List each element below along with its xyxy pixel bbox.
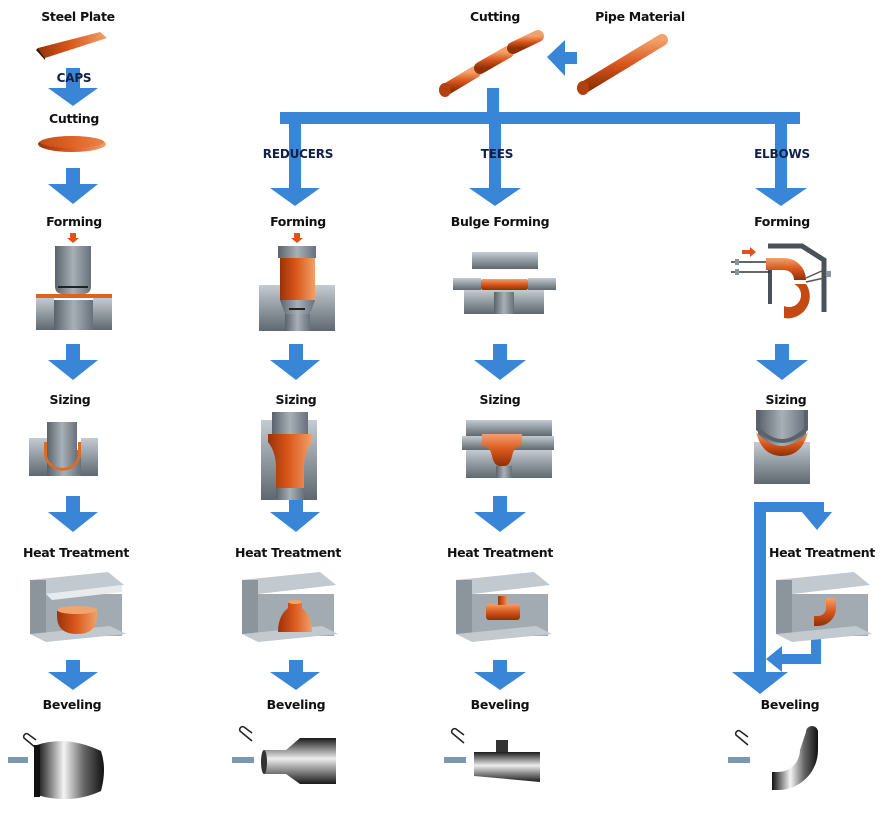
elbow-branch-arrowhead xyxy=(802,512,832,530)
flow-arrows xyxy=(48,40,832,694)
reducers-step-sizing: Sizing xyxy=(275,392,317,407)
tees-step-sizing: Sizing xyxy=(479,392,521,407)
tees-heat-treatment-image xyxy=(456,572,552,642)
elbow-branch-top xyxy=(754,502,824,512)
elbows-step-heat-treatment: Heat Treatment xyxy=(768,545,876,560)
tees-step-bulge-forming: Bulge Forming xyxy=(450,214,550,229)
label-steel-plate: Steel Plate xyxy=(41,9,115,24)
caps-sizing-image xyxy=(29,422,98,476)
elbow-return-arrowhead xyxy=(766,646,782,672)
category-tees: TEES xyxy=(480,147,514,161)
arrow-reducers-4 xyxy=(270,660,320,690)
arrow-tees-3 xyxy=(474,496,526,532)
tees-step-heat-treatment: Heat Treatment xyxy=(446,545,554,560)
category-elbows: ELBOWS xyxy=(754,147,810,161)
arrow-elbows-1 xyxy=(755,112,807,206)
caps-step-beveling: Beveling xyxy=(42,697,102,712)
steel-plate-image xyxy=(36,32,107,60)
caps-forming-image xyxy=(36,233,112,330)
caps-beveled-product xyxy=(8,732,104,800)
arrow-tees-1 xyxy=(469,112,521,206)
elbow-bypass-line xyxy=(754,502,766,674)
distribution-bar xyxy=(280,112,800,124)
elbows-step-forming: Forming xyxy=(754,214,810,229)
category-reducers: REDUCERS xyxy=(262,147,334,161)
reducers-sizing-image xyxy=(261,412,317,500)
reducers-step-forming: Forming xyxy=(270,214,326,229)
arrow-caps-5 xyxy=(48,660,98,690)
reducers-step-heat-treatment: Heat Treatment xyxy=(234,545,342,560)
tees-sizing-image xyxy=(462,420,554,478)
cut-disc-image xyxy=(38,136,106,152)
caps-heat-treatment-image xyxy=(30,572,126,642)
reducers-heat-treatment-image xyxy=(242,572,338,642)
elbow-bypass-arrowhead xyxy=(732,672,788,694)
arrow-tees-2 xyxy=(474,344,526,380)
caps-step-cutting: Cutting xyxy=(48,111,100,126)
category-caps: CAPS xyxy=(56,71,92,85)
tees-bulge-forming-image xyxy=(453,252,556,314)
elbows-step-beveling: Beveling xyxy=(760,697,820,712)
cut-pipe-image xyxy=(439,30,544,97)
arrow-reducers-3 xyxy=(270,496,320,532)
arrow-elbows-2 xyxy=(756,344,808,380)
caps-step-forming: Forming xyxy=(46,214,102,229)
arrow-reducers-1 xyxy=(270,112,320,206)
tees-beveled-product xyxy=(444,727,540,782)
caps-step-heat-treatment: Heat Treatment xyxy=(22,545,130,560)
elbows-forming-image xyxy=(731,243,831,319)
elbows-beveled-product xyxy=(728,726,818,790)
elbows-step-sizing: Sizing xyxy=(765,392,807,407)
arrow-caps-1 xyxy=(48,68,98,106)
label-pipe-material: Pipe Material xyxy=(595,9,685,24)
reducers-step-beveling: Beveling xyxy=(266,697,326,712)
reducers-beveled-product xyxy=(232,725,336,784)
arrow-caps-2 xyxy=(48,168,98,204)
arrow-pipe-to-cutting xyxy=(547,40,577,76)
arrow-caps-3 xyxy=(48,344,98,380)
elbows-heat-treatment-image xyxy=(776,572,872,642)
pipe-material-image xyxy=(577,34,668,95)
elbows-sizing-image xyxy=(754,410,810,484)
arrow-caps-4 xyxy=(48,496,98,532)
arrow-reducers-2 xyxy=(270,344,320,380)
arrow-tees-4 xyxy=(474,660,526,690)
tees-step-beveling: Beveling xyxy=(470,697,530,712)
reducers-forming-image xyxy=(259,233,335,331)
label-pipe-cutting: Cutting xyxy=(469,9,521,24)
caps-step-sizing: Sizing xyxy=(49,392,91,407)
